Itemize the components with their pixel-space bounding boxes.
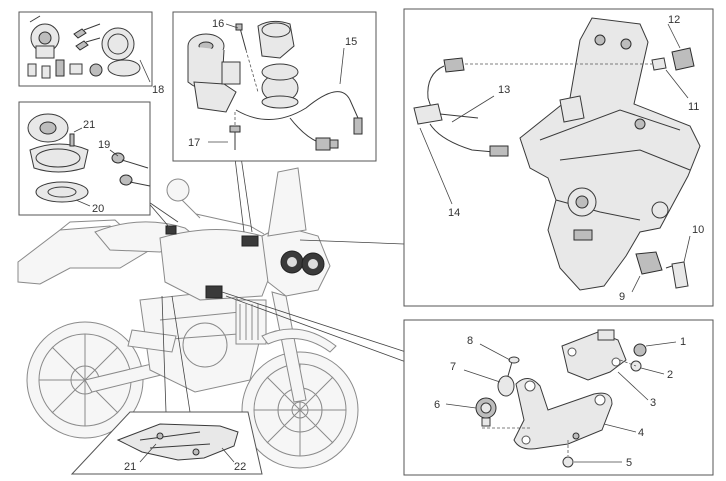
panel-ignition-switch: 16 17 15 <box>172 11 377 162</box>
sensor-location <box>205 285 223 299</box>
callout-20: 20 <box>92 203 104 215</box>
callout-5: 5 <box>626 457 632 469</box>
callout-1: 1 <box>680 336 686 348</box>
lower-cover <box>116 423 239 461</box>
callout-6: 6 <box>434 399 440 411</box>
sensor-bracket <box>513 378 613 450</box>
front-fender <box>261 328 337 353</box>
callout-21-top: 21 <box>83 119 95 131</box>
motorcycle-illustration <box>17 167 359 469</box>
ignition-switch-location <box>241 235 259 247</box>
fuel-tank <box>159 228 276 301</box>
callout-17: 17 <box>188 137 200 149</box>
callout-4: 4 <box>638 427 644 439</box>
callout-12: 12 <box>668 14 680 26</box>
callout-15: 15 <box>345 36 357 48</box>
panel-lower-cover: 21 22 <box>70 411 263 475</box>
front-fork <box>271 291 307 403</box>
callout-11: 11 <box>688 101 699 113</box>
callout-2: 2 <box>667 369 673 381</box>
callout-14: 14 <box>448 207 460 219</box>
callout-7: 7 <box>450 361 456 373</box>
callout-16: 16 <box>212 18 224 30</box>
panel-ignition-kit: 18 <box>18 11 164 96</box>
callout-19: 19 <box>98 139 110 151</box>
callout-3: 3 <box>650 397 656 409</box>
panel-sensor-bracket: 9 10 11 12 13 14 <box>403 8 714 307</box>
callout-18: 18 <box>152 84 164 96</box>
callout-22: 22 <box>234 461 246 473</box>
mirror <box>166 178 190 202</box>
callout-8: 8 <box>467 335 473 347</box>
connector-lines <box>139 149 407 413</box>
radiator <box>235 299 267 345</box>
panel-frame <box>403 319 714 476</box>
callout-21-bottom: 21 <box>124 461 136 473</box>
callout-13: 13 <box>498 84 510 96</box>
callout-9: 9 <box>619 291 625 303</box>
callout-10: 10 <box>692 224 704 236</box>
windscreen <box>267 167 307 237</box>
panel-fuel-cap: 21 19 20 <box>18 101 151 216</box>
panel-sensor-mount: 1 2 3 4 5 6 7 8 <box>403 319 714 476</box>
